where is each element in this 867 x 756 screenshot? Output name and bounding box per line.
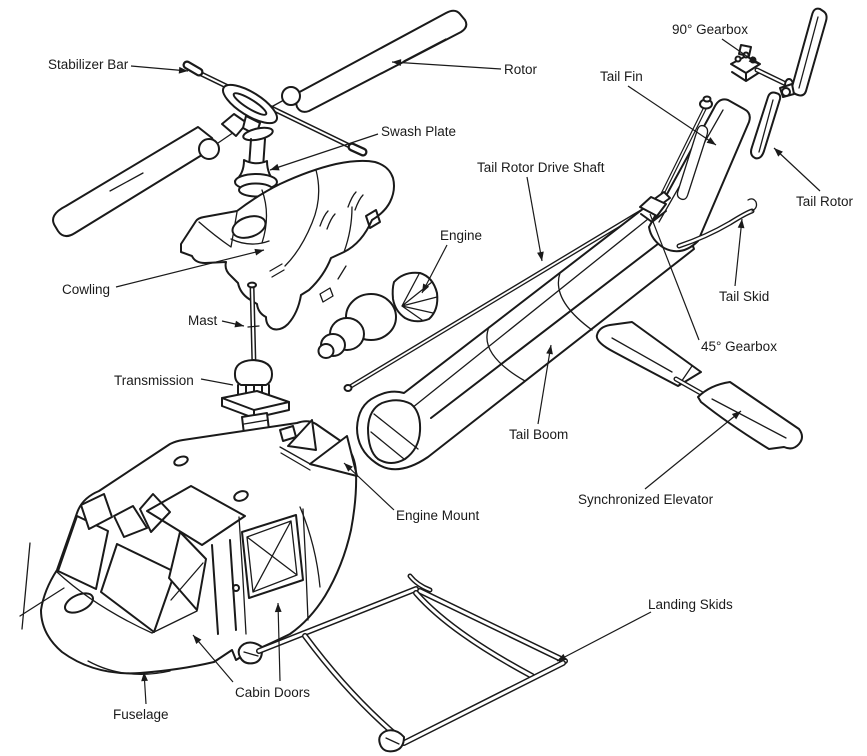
arrowhead-stabilizer-bar xyxy=(178,66,188,74)
label-tail-fin: Tail Fin xyxy=(600,69,643,84)
arrowhead-tail-rotor-drive-shaft xyxy=(537,251,544,261)
landing-skids-part xyxy=(237,573,568,753)
leader-swash-plate xyxy=(269,133,379,171)
leader-cabin-doors-2 xyxy=(277,602,281,682)
rotor-hub xyxy=(198,83,301,160)
label-engine: Engine xyxy=(440,228,482,243)
arrowhead-cabin-doors xyxy=(193,635,202,645)
cowling-part xyxy=(180,159,395,331)
label-stabilizer-bar: Stabilizer Bar xyxy=(48,57,129,72)
arrowhead-tail-skid xyxy=(737,219,745,229)
leader-tail-fin xyxy=(627,85,717,146)
label-landing-skids: Landing Skids xyxy=(648,597,733,612)
swash-plate-part xyxy=(234,126,278,198)
arrowhead-gearbox-90 xyxy=(748,56,758,64)
leader-tail-boom xyxy=(537,344,552,425)
main-rotor-blade-upper xyxy=(293,9,468,113)
arrowhead-tail-boom xyxy=(546,345,553,355)
arrowhead-engine xyxy=(422,283,430,293)
label-swash-plate: Swash Plate xyxy=(381,124,456,139)
leader-stabilizer-bar xyxy=(130,65,189,72)
arrowhead-fuselage xyxy=(141,672,148,682)
leader-transmission xyxy=(200,378,234,386)
arrowhead-tail-rotor xyxy=(774,148,783,157)
mast-part xyxy=(247,281,260,369)
label-tail-rotor-drive-shaft: Tail Rotor Drive Shaft xyxy=(477,160,605,175)
stabilizer-bar-part xyxy=(182,60,368,157)
label-engine-mount: Engine Mount xyxy=(396,508,480,523)
label-tail-boom: Tail Boom xyxy=(509,427,568,442)
engine-part xyxy=(317,271,439,359)
leader-landing-skids xyxy=(556,611,652,662)
transmission-part xyxy=(221,359,290,435)
arrowhead-tail-fin xyxy=(706,137,716,145)
tail-skid-part xyxy=(676,198,758,249)
leader-gearbox-45 xyxy=(649,213,700,341)
label-synchronized-elevator: Synchronized Elevator xyxy=(578,492,714,507)
label-tail-rotor: Tail Rotor xyxy=(796,194,854,209)
label-rotor: Rotor xyxy=(504,62,538,77)
label-cabin-doors: Cabin Doors xyxy=(235,685,310,700)
leader-cabin-doors xyxy=(192,634,234,683)
arrowhead-cabin-doors-2 xyxy=(274,603,282,613)
label-fuselage: Fuselage xyxy=(113,707,169,722)
synchronized-elevator-part xyxy=(595,321,803,450)
engine-mount-part xyxy=(279,419,358,477)
leader-synchronized-elevator xyxy=(644,410,742,490)
tail-rotor-part xyxy=(750,7,828,160)
arrowhead-engine-mount xyxy=(344,463,353,472)
tail-rotor-drive-shaft-part xyxy=(343,207,647,392)
arrowhead-rotor xyxy=(392,59,402,66)
leader-cowling xyxy=(115,249,265,288)
leader-tail-rotor-drive-shaft xyxy=(526,176,543,262)
tail-boom-part xyxy=(356,204,695,471)
leader-engine-mount xyxy=(343,462,395,511)
arrowhead-swash-plate xyxy=(270,163,280,171)
label-tail-skid: Tail Skid xyxy=(719,289,769,304)
leader-tail-rotor xyxy=(773,147,821,192)
helicopter-artwork xyxy=(19,7,828,753)
arrowhead-synchronized-elevator xyxy=(731,411,741,420)
arrowhead-mast xyxy=(234,320,244,328)
label-gearbox-45: 45° Gearbox xyxy=(701,339,777,354)
arrowhead-landing-skids xyxy=(557,653,567,661)
label-transmission: Transmission xyxy=(114,373,194,388)
arrowhead-cowling xyxy=(254,248,264,256)
tail-fin-part xyxy=(648,98,751,253)
label-gearbox-90: 90° Gearbox xyxy=(672,22,748,37)
main-rotor-blade-lower xyxy=(52,126,215,237)
label-mast: Mast xyxy=(188,313,218,328)
leader-engine xyxy=(421,244,448,294)
label-cowling: Cowling xyxy=(62,282,110,297)
leader-rotor xyxy=(391,61,502,70)
gearbox-45-part xyxy=(639,95,713,223)
leader-tail-skid xyxy=(734,218,743,287)
